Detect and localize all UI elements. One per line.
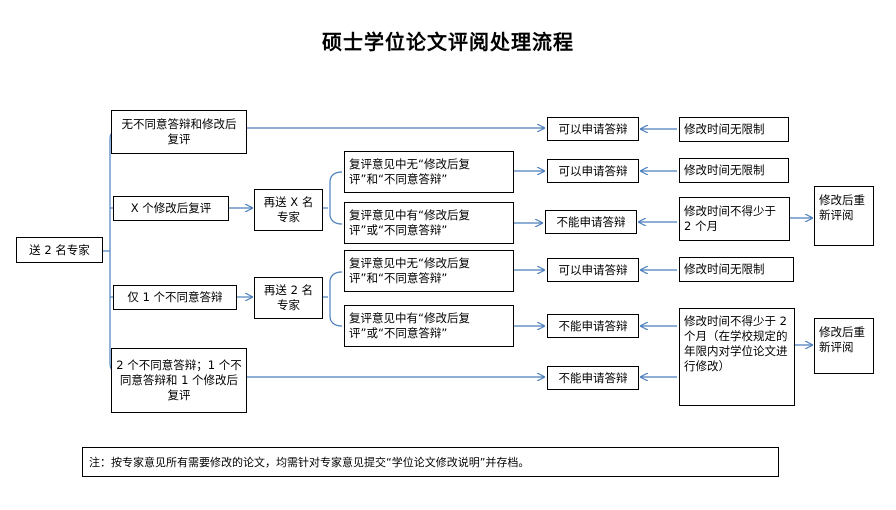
start-box: 送 2 名专家 [16, 237, 103, 263]
outcome-can-1: 可以申请答辩 [547, 117, 639, 141]
resend-two-label: 再送 2 名专家 [263, 283, 314, 312]
outcome-cannot-1-label: 不能申请答辩 [556, 214, 626, 229]
resend-two-experts: 再送 2 名专家 [254, 277, 323, 319]
outcome-cannot-3-label: 不能申请答辩 [558, 370, 628, 385]
branch-two-disagree: 2 个不同意答辩；1 个不同意答辩和 1 个修改后复评 [111, 348, 247, 413]
review-has-objection-1-label: 复评意见中有“修改后复评”或“不同意答辩” [349, 208, 470, 237]
review-no-objection-1-label: 复评意见中无“修改后复评”和“不同意答辩” [349, 157, 470, 186]
branch-no-objection-label: 无不同意答辩和修改后复评 [121, 117, 237, 146]
start-label: 送 2 名专家 [29, 242, 90, 257]
outcome-cannot-1: 不能申请答辩 [545, 210, 637, 234]
rereview-2-label: 修改后重新评阅 [819, 325, 865, 354]
outcome-cannot-2-label: 不能申请答辩 [558, 318, 628, 333]
review-has-objection-2-label: 复评意见中有“修改后复评”或“不同意答辩” [349, 311, 470, 340]
branch-x-rereview: X 个修改后复评 [113, 196, 229, 221]
resend-x-label: 再送 X 名专家 [263, 195, 314, 224]
time-unlimited-2: 修改时间无限制 [679, 158, 789, 183]
outcome-can-2: 可以申请答辩 [547, 159, 639, 183]
review-no-objection-1: 复评意见中无“修改后复评”和“不同意答辩” [344, 151, 514, 193]
review-no-objection-2-label: 复评意见中无“修改后复评”和“不同意答辩” [349, 256, 470, 285]
outcome-can-3-label: 可以申请答辩 [558, 262, 628, 277]
outcome-cannot-2: 不能申请答辩 [547, 314, 639, 338]
footnote-text: 注：按专家意见所有需要修改的论文，均需针对专家意见提交“学位论文修改说明”并存档… [89, 456, 530, 469]
time-min-two-months-label: 修改时间不得少于 2 个月 [684, 204, 776, 233]
branch-two-disagree-label: 2 个不同意答辩；1 个不同意答辩和 1 个修改后复评 [116, 358, 242, 402]
resend-x-experts: 再送 X 名专家 [254, 189, 323, 231]
branch-one-disagree-label: 仅 1 个不同意答辩 [127, 290, 223, 304]
outcome-can-1-label: 可以申请答辩 [558, 121, 628, 136]
outcome-can-2-label: 可以申请答辩 [558, 163, 628, 178]
review-no-objection-2: 复评意见中无“修改后复评”和“不同意答辩” [344, 250, 514, 292]
review-has-objection-1: 复评意见中有“修改后复评”或“不同意答辩” [344, 202, 514, 244]
footnote: 注：按专家意见所有需要修改的论文，均需针对专家意见提交“学位论文修改说明”并存档… [82, 447, 779, 477]
branch-no-objection: 无不同意答辩和修改后复评 [111, 110, 247, 154]
time-unlimited-2-label: 修改时间无限制 [684, 163, 765, 177]
time-unlimited-3-label: 修改时间无限制 [684, 262, 765, 276]
rereview-2: 修改后重新评阅 [814, 318, 874, 374]
review-has-objection-2: 复评意见中有“修改后复评”或“不同意答辩” [344, 305, 514, 347]
time-unlimited-3: 修改时间无限制 [679, 257, 794, 282]
time-min-two-months-school: 修改时间不得少于 2 个月（在学校规定的年限内对学位论文进行修改） [679, 308, 795, 406]
branch-one-disagree: 仅 1 个不同意答辩 [113, 285, 237, 310]
time-unlimited-1-label: 修改时间无限制 [684, 122, 765, 136]
rereview-1: 修改后重新评阅 [814, 186, 874, 246]
time-min-two-months: 修改时间不得少于 2 个月 [679, 197, 790, 241]
outcome-can-3: 可以申请答辩 [547, 258, 639, 282]
rereview-1-label: 修改后重新评阅 [819, 193, 865, 222]
time-unlimited-1: 修改时间无限制 [679, 117, 789, 142]
page-title: 硕士学位论文评阅处理流程 [322, 30, 574, 54]
branch-x-rereview-label: X 个修改后复评 [130, 201, 212, 215]
outcome-cannot-3: 不能申请答辩 [547, 366, 639, 390]
time-min-two-months-school-label: 修改时间不得少于 2 个月（在学校规定的年限内对学位论文进行修改） [684, 314, 788, 373]
